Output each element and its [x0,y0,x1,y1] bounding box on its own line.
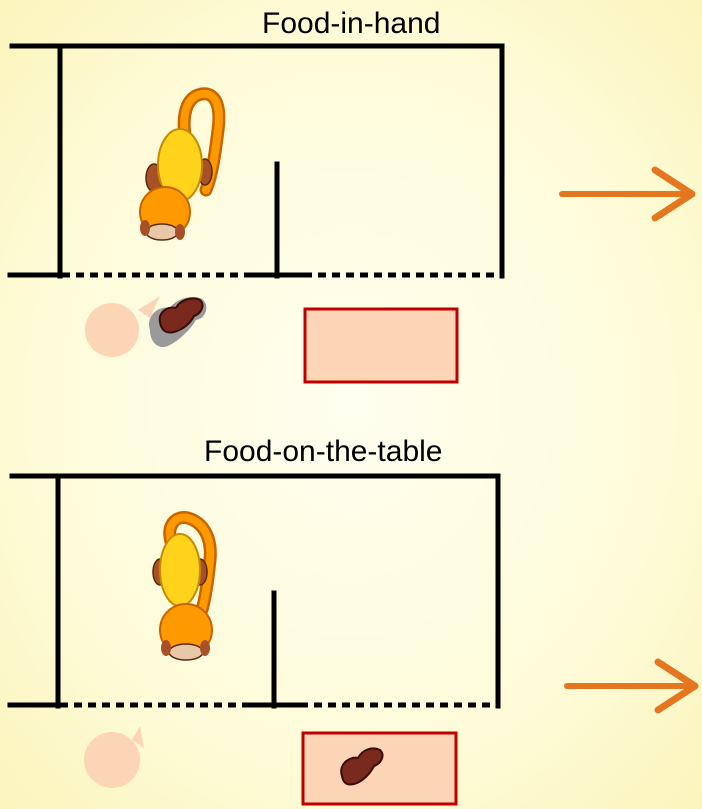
speech-bubble-icon [85,296,160,357]
speech-bubble-icon [84,726,144,788]
food-icon [340,747,384,786]
panel-food-in-hand: Food-in-hand [0,0,702,400]
enclosure-walls [7,43,505,279]
arrow-right-icon [559,166,696,222]
monkey-icon [139,87,226,241]
panel-title: Food-in-hand [262,7,441,40]
enclosure-walls [7,473,501,709]
panel-1-drawing [7,43,696,384]
panel-food-on-the-table: Food-on-the-table [0,430,702,809]
monkey-icon [152,511,217,661]
arrow-right-icon [564,658,699,714]
table-icon [301,731,458,806]
panel-title: Food-on-the-table [204,435,443,468]
panel-2-drawing [7,473,699,806]
table-icon [303,307,459,384]
food-icon [149,297,207,348]
